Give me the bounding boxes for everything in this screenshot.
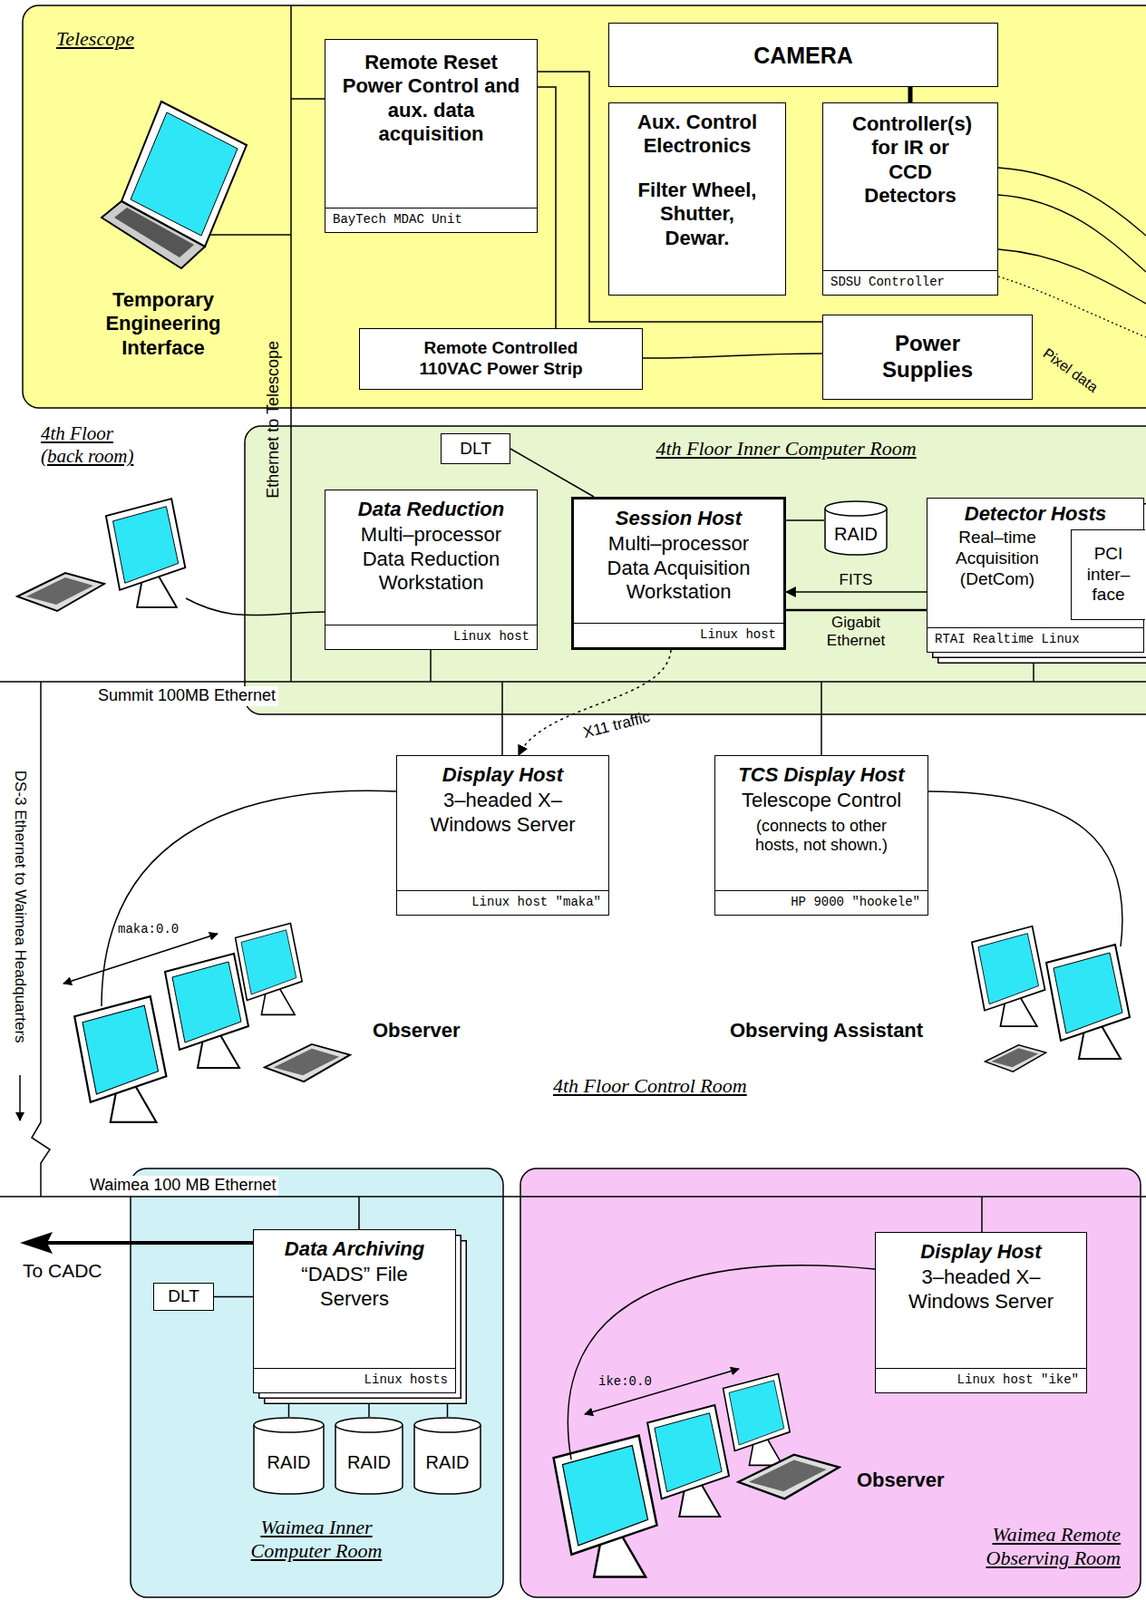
node-text: Linux host bbox=[325, 624, 537, 650]
node-text: Remote Reset Power Control and aux. data… bbox=[338, 50, 525, 147]
node-text: Data Reduction bbox=[354, 497, 508, 522]
raid-disk: RAID bbox=[334, 1417, 404, 1496]
node-text: Telescope Control bbox=[738, 788, 905, 813]
node-text: SDSU Controller bbox=[823, 270, 998, 295]
host-box: Data ReductionMulti–processor Data Reduc… bbox=[324, 489, 538, 651]
node-text: RAID bbox=[347, 1452, 391, 1474]
pixel-cables bbox=[998, 167, 1146, 338]
node-text: TCS Display Host bbox=[734, 763, 908, 787]
node-text: Linux host bbox=[573, 622, 784, 648]
node-text: Linux host "maka" bbox=[397, 890, 609, 915]
node-text: BayTech MDAC Unit bbox=[325, 207, 537, 233]
raid-disk: RAID bbox=[824, 500, 888, 556]
edge-label: Gigabit Ethernet bbox=[815, 613, 897, 650]
connector bbox=[288, 1393, 291, 1418]
node-text: Display Host bbox=[438, 763, 567, 787]
room-fills bbox=[22, 5, 1146, 1598]
room-label: 4th Floor Control Room bbox=[553, 1074, 748, 1098]
node-text: HP 9000 "hookele" bbox=[715, 890, 928, 915]
room-title: Waimea Remote Observing Room bbox=[939, 1523, 1121, 1572]
destination-label: To CADC bbox=[22, 1259, 103, 1282]
laptop-illustration bbox=[101, 101, 247, 269]
node-text: Linux host "ike" bbox=[875, 1368, 1087, 1393]
node-text: Linux hosts bbox=[253, 1368, 456, 1393]
node-text: Real–time Acquisition (DetCom) bbox=[929, 527, 1066, 590]
node-text: DLT bbox=[441, 438, 510, 460]
network-label: Ethernet to Telescope bbox=[263, 320, 284, 520]
node-text: RAID bbox=[267, 1452, 311, 1474]
host-box: TCS Display HostTelescope Control (connec… bbox=[714, 755, 929, 916]
raid-disk: RAID bbox=[252, 1417, 325, 1496]
node-text: Data Archiving bbox=[281, 1237, 428, 1262]
connector bbox=[213, 1296, 253, 1299]
display-label: ike:0.0 bbox=[598, 1374, 652, 1390]
node-text: 3–headed X–Windows Server bbox=[903, 1265, 1059, 1314]
connector bbox=[368, 1393, 370, 1418]
node-text: Aux. Control Electronics bbox=[609, 110, 786, 159]
camera-box: CAMERA bbox=[608, 22, 999, 88]
node-text: RAID bbox=[834, 524, 878, 545]
role-label: Observer bbox=[856, 1468, 945, 1493]
controller-box: Controller(s) for IR or CCD DetectorsSDS… bbox=[822, 102, 999, 296]
component-label: Temporary Engineering Interface bbox=[86, 288, 241, 360]
raid-disk: RAID bbox=[413, 1417, 482, 1496]
network-label: Summit 100MB Ethernet bbox=[95, 686, 279, 707]
host-box: Display Host3–headed X–Windows ServerLin… bbox=[874, 1232, 1088, 1394]
connector bbox=[537, 71, 823, 322]
node-text: CAMERA bbox=[749, 41, 857, 69]
node-text: 3–headed X–Windows Server bbox=[426, 788, 581, 837]
node-text: DLT bbox=[154, 1286, 214, 1308]
node-text: Display Host bbox=[916, 1240, 1045, 1264]
tape-drive-box: DLT bbox=[153, 1282, 214, 1312]
role-label: Observing Assistant bbox=[729, 1019, 923, 1043]
computer-room-region: 4th Floor Inner Computer Room DLT Data Red… bbox=[244, 426, 1146, 715]
host-box: Display Host3–headed X–Windows ServerLin… bbox=[396, 755, 610, 916]
node-text: “DADS” File Servers bbox=[295, 1262, 414, 1312]
connector bbox=[786, 591, 927, 593]
node-text: Remote Controlled 110VAC Power Strip bbox=[397, 338, 606, 380]
display-label: maka:0.0 bbox=[117, 922, 179, 938]
connector bbox=[537, 87, 556, 329]
interface-box: PCI inter– face bbox=[1070, 529, 1146, 621]
edge-label: FITS bbox=[837, 571, 875, 590]
node-text: RTAI Realtime Linux bbox=[927, 627, 1144, 652]
room-label: 4th Floor (back room) bbox=[40, 422, 143, 468]
workstation-illustrations bbox=[17, 498, 1130, 1577]
tape-drive-box: DLT bbox=[440, 433, 511, 465]
connector bbox=[908, 87, 913, 103]
node-text: Multi–processor Data Acquisition Worksta… bbox=[594, 532, 763, 604]
node-text: Filter Wheel, Shutter, Dewar. bbox=[633, 178, 761, 251]
connector bbox=[518, 650, 671, 756]
host-box: Detector HostsReal–time Acquisition (Det… bbox=[926, 497, 1145, 653]
node-text: Multi–processor Data Reduction Workstati… bbox=[347, 523, 515, 595]
node-text: Controller(s) for IR or CCD Detectors bbox=[848, 112, 972, 209]
node-text: Detector Hosts bbox=[927, 502, 1144, 526]
connector bbox=[446, 1393, 449, 1418]
computer-room-region: Waimea Inner Computer Room Data Archiving… bbox=[130, 1168, 504, 1598]
network-label: Waimea 100 MB Ethernet bbox=[87, 1175, 279, 1196]
role-label: Observer bbox=[372, 1019, 461, 1043]
node-text: RAID bbox=[426, 1452, 470, 1474]
room-title: 4th Floor Inner Computer Room bbox=[650, 437, 923, 461]
connector bbox=[786, 609, 927, 612]
network-wires bbox=[0, 5, 1146, 1244]
connector bbox=[642, 353, 823, 359]
node-text: Power Supplies bbox=[859, 330, 996, 384]
node-text: (connects to other hosts, not shown.) bbox=[747, 816, 897, 856]
connector bbox=[786, 519, 825, 522]
node-text: Session Host bbox=[611, 506, 746, 531]
power-supply-box: Power Supplies bbox=[822, 314, 1033, 400]
host-box: Data Archiving“DADS” File ServersLinux h… bbox=[252, 1229, 457, 1394]
electronics-box: Aux. Control ElectronicsFilter Wheel, Sh… bbox=[608, 102, 787, 296]
display-cables bbox=[63, 598, 1123, 1460]
network-label: DS-3 Ethernet to Waimea Headquarters bbox=[10, 743, 30, 1070]
room-title: Waimea Inner Computer Room bbox=[225, 1515, 408, 1564]
room-title: Telescope bbox=[56, 27, 135, 51]
arrow-head bbox=[19, 1232, 53, 1254]
node-text: PCI inter– face bbox=[1071, 543, 1146, 606]
power-strip-box: Remote Controlled 110VAC Power Strip bbox=[359, 328, 643, 390]
power-control-box: Remote Reset Power Control and aux. data… bbox=[324, 38, 538, 234]
host-box: Session HostMulti–processor Data Acquisi… bbox=[571, 496, 787, 651]
